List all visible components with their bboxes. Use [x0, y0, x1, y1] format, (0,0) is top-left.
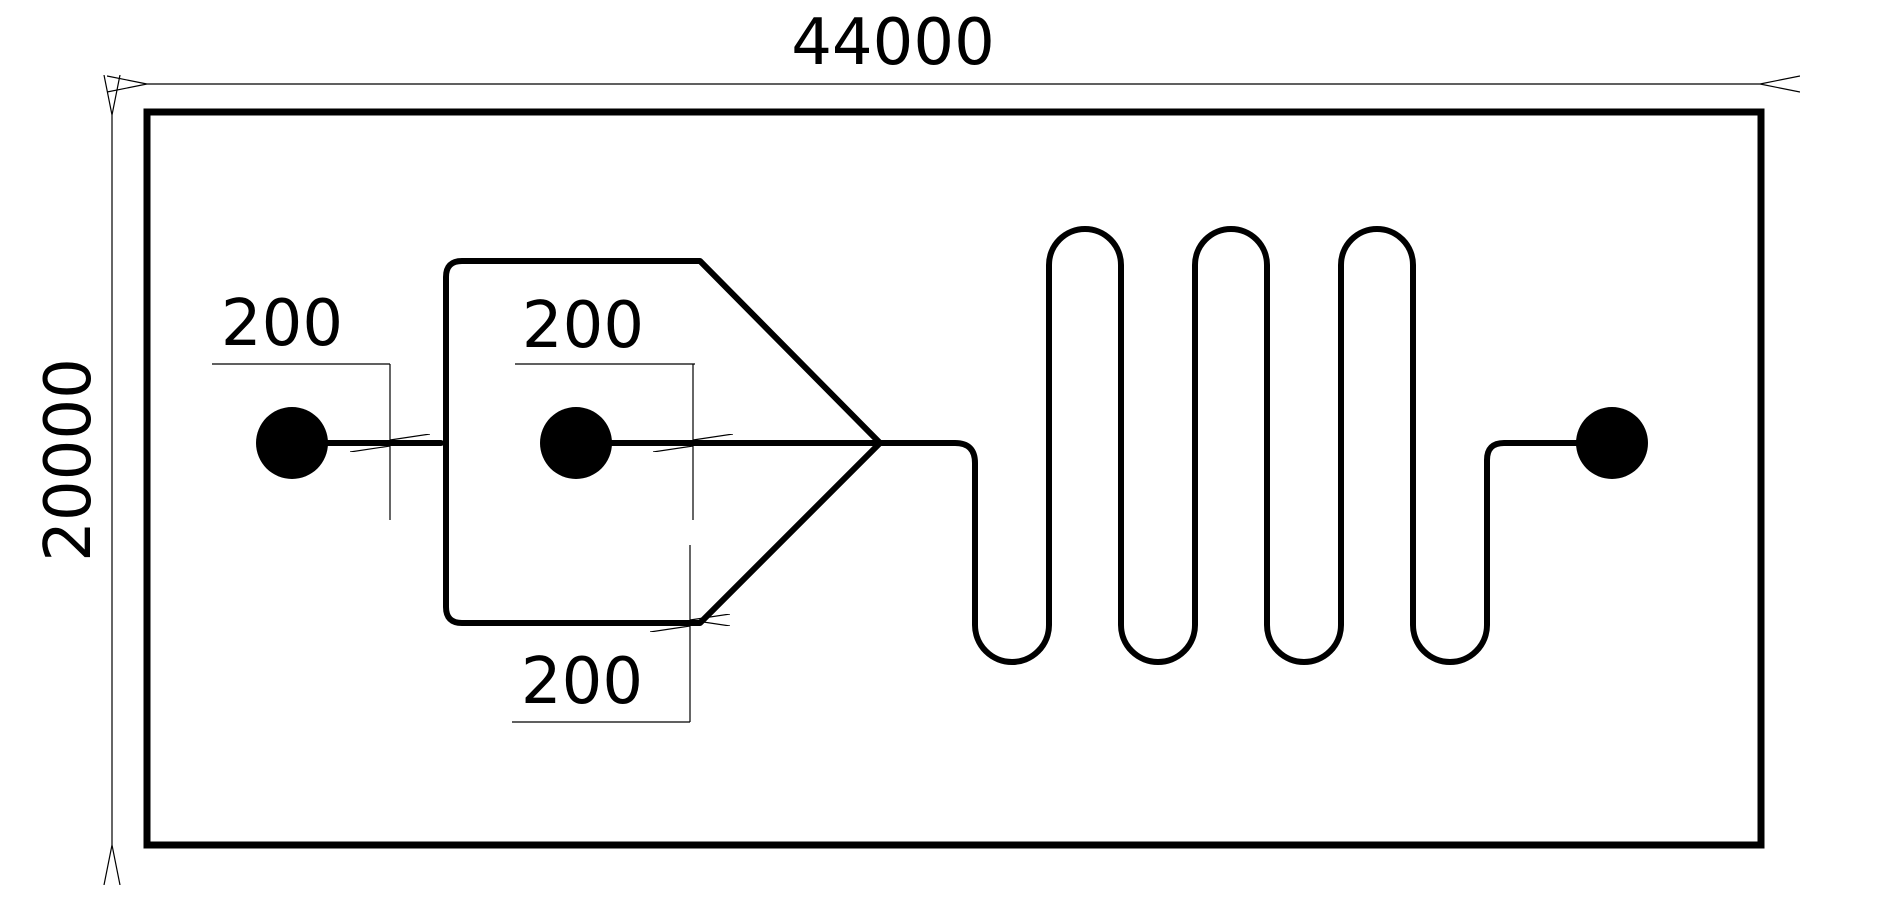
inlet-port-left	[256, 407, 328, 479]
inlet-channel-width-dimension: 200	[212, 287, 390, 520]
inlet-channel-width-label: 200	[221, 287, 343, 361]
outlet-port-right	[1576, 407, 1648, 479]
inlet-port-center	[540, 407, 612, 479]
lower-channel-width-dimension: 200	[512, 545, 690, 723]
center-channel-width-label: 200	[522, 289, 644, 363]
channel-network	[317, 226, 1583, 665]
height-dimension: 20000	[32, 115, 112, 845]
lower-channel-width-label: 200	[521, 645, 643, 719]
center-channel-width-dimension: 200	[515, 289, 695, 520]
width-dimension-label: 44000	[791, 6, 995, 80]
branching-loop-channel	[443, 258, 883, 626]
chip-outline	[143, 108, 1765, 849]
serpentine-mixing-channel	[877, 226, 1583, 665]
height-dimension-label: 20000	[32, 358, 106, 562]
width-dimension: 44000	[147, 6, 1760, 84]
